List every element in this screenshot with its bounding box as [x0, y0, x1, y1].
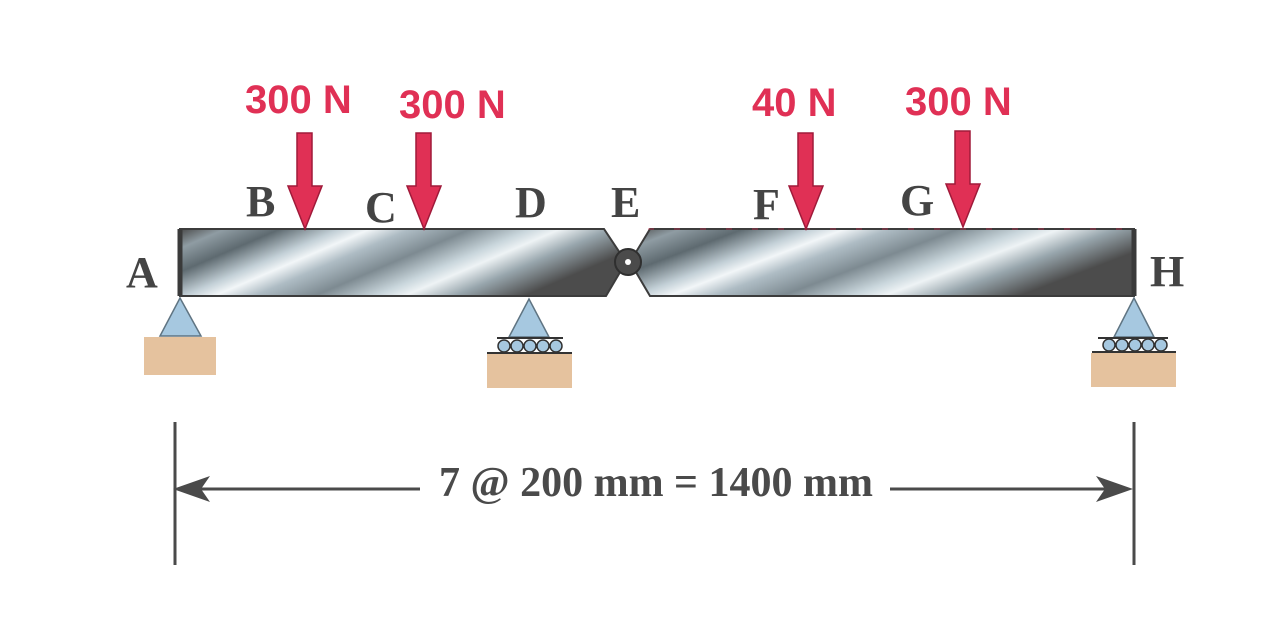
rollers [497, 339, 563, 353]
load-label-c: 300 N [399, 83, 506, 127]
hinge-e [614, 248, 642, 276]
ground-block [1091, 353, 1176, 387]
load-arrows [286, 130, 982, 232]
load-label-f: 40 N [752, 81, 837, 125]
support-a [144, 296, 216, 375]
beam-segment-left [179, 228, 628, 297]
point-label-e: E [611, 178, 640, 227]
point-label-c: C [365, 183, 397, 232]
arrow-left-icon [173, 476, 210, 502]
arrow-right-icon [1096, 476, 1133, 502]
roller-support-icon [507, 297, 551, 338]
load-label-b: 300 N [245, 78, 352, 122]
point-label-b: B [246, 177, 275, 226]
point-label-f: F [753, 180, 780, 229]
dimension-line [173, 422, 1136, 565]
load-labels: 300 N 300 N 40 N 300 N [245, 78, 1012, 127]
rollers [1102, 338, 1168, 352]
pin-support-icon [158, 296, 203, 337]
arrow-down-icon [405, 132, 443, 232]
roller-support-icon [1112, 296, 1156, 338]
support-d [487, 297, 572, 388]
point-label-g: G [900, 176, 934, 225]
beam [177, 228, 1137, 297]
ground-block [144, 337, 216, 375]
arrow-down-icon [286, 132, 324, 232]
point-label-d: D [515, 178, 547, 227]
arrow-down-icon [944, 130, 982, 230]
dimension-label: 7 @ 200 mm = 1400 mm [439, 460, 873, 506]
load-label-g: 300 N [905, 80, 1012, 124]
point-label-h: H [1150, 247, 1184, 296]
beam-segment-right [628, 228, 1135, 297]
point-label-a: A [126, 248, 158, 297]
ground-block [487, 354, 572, 388]
arrow-down-icon [787, 132, 825, 232]
point-labels: A B C D E F G H [126, 176, 1184, 297]
support-h [1091, 296, 1176, 387]
